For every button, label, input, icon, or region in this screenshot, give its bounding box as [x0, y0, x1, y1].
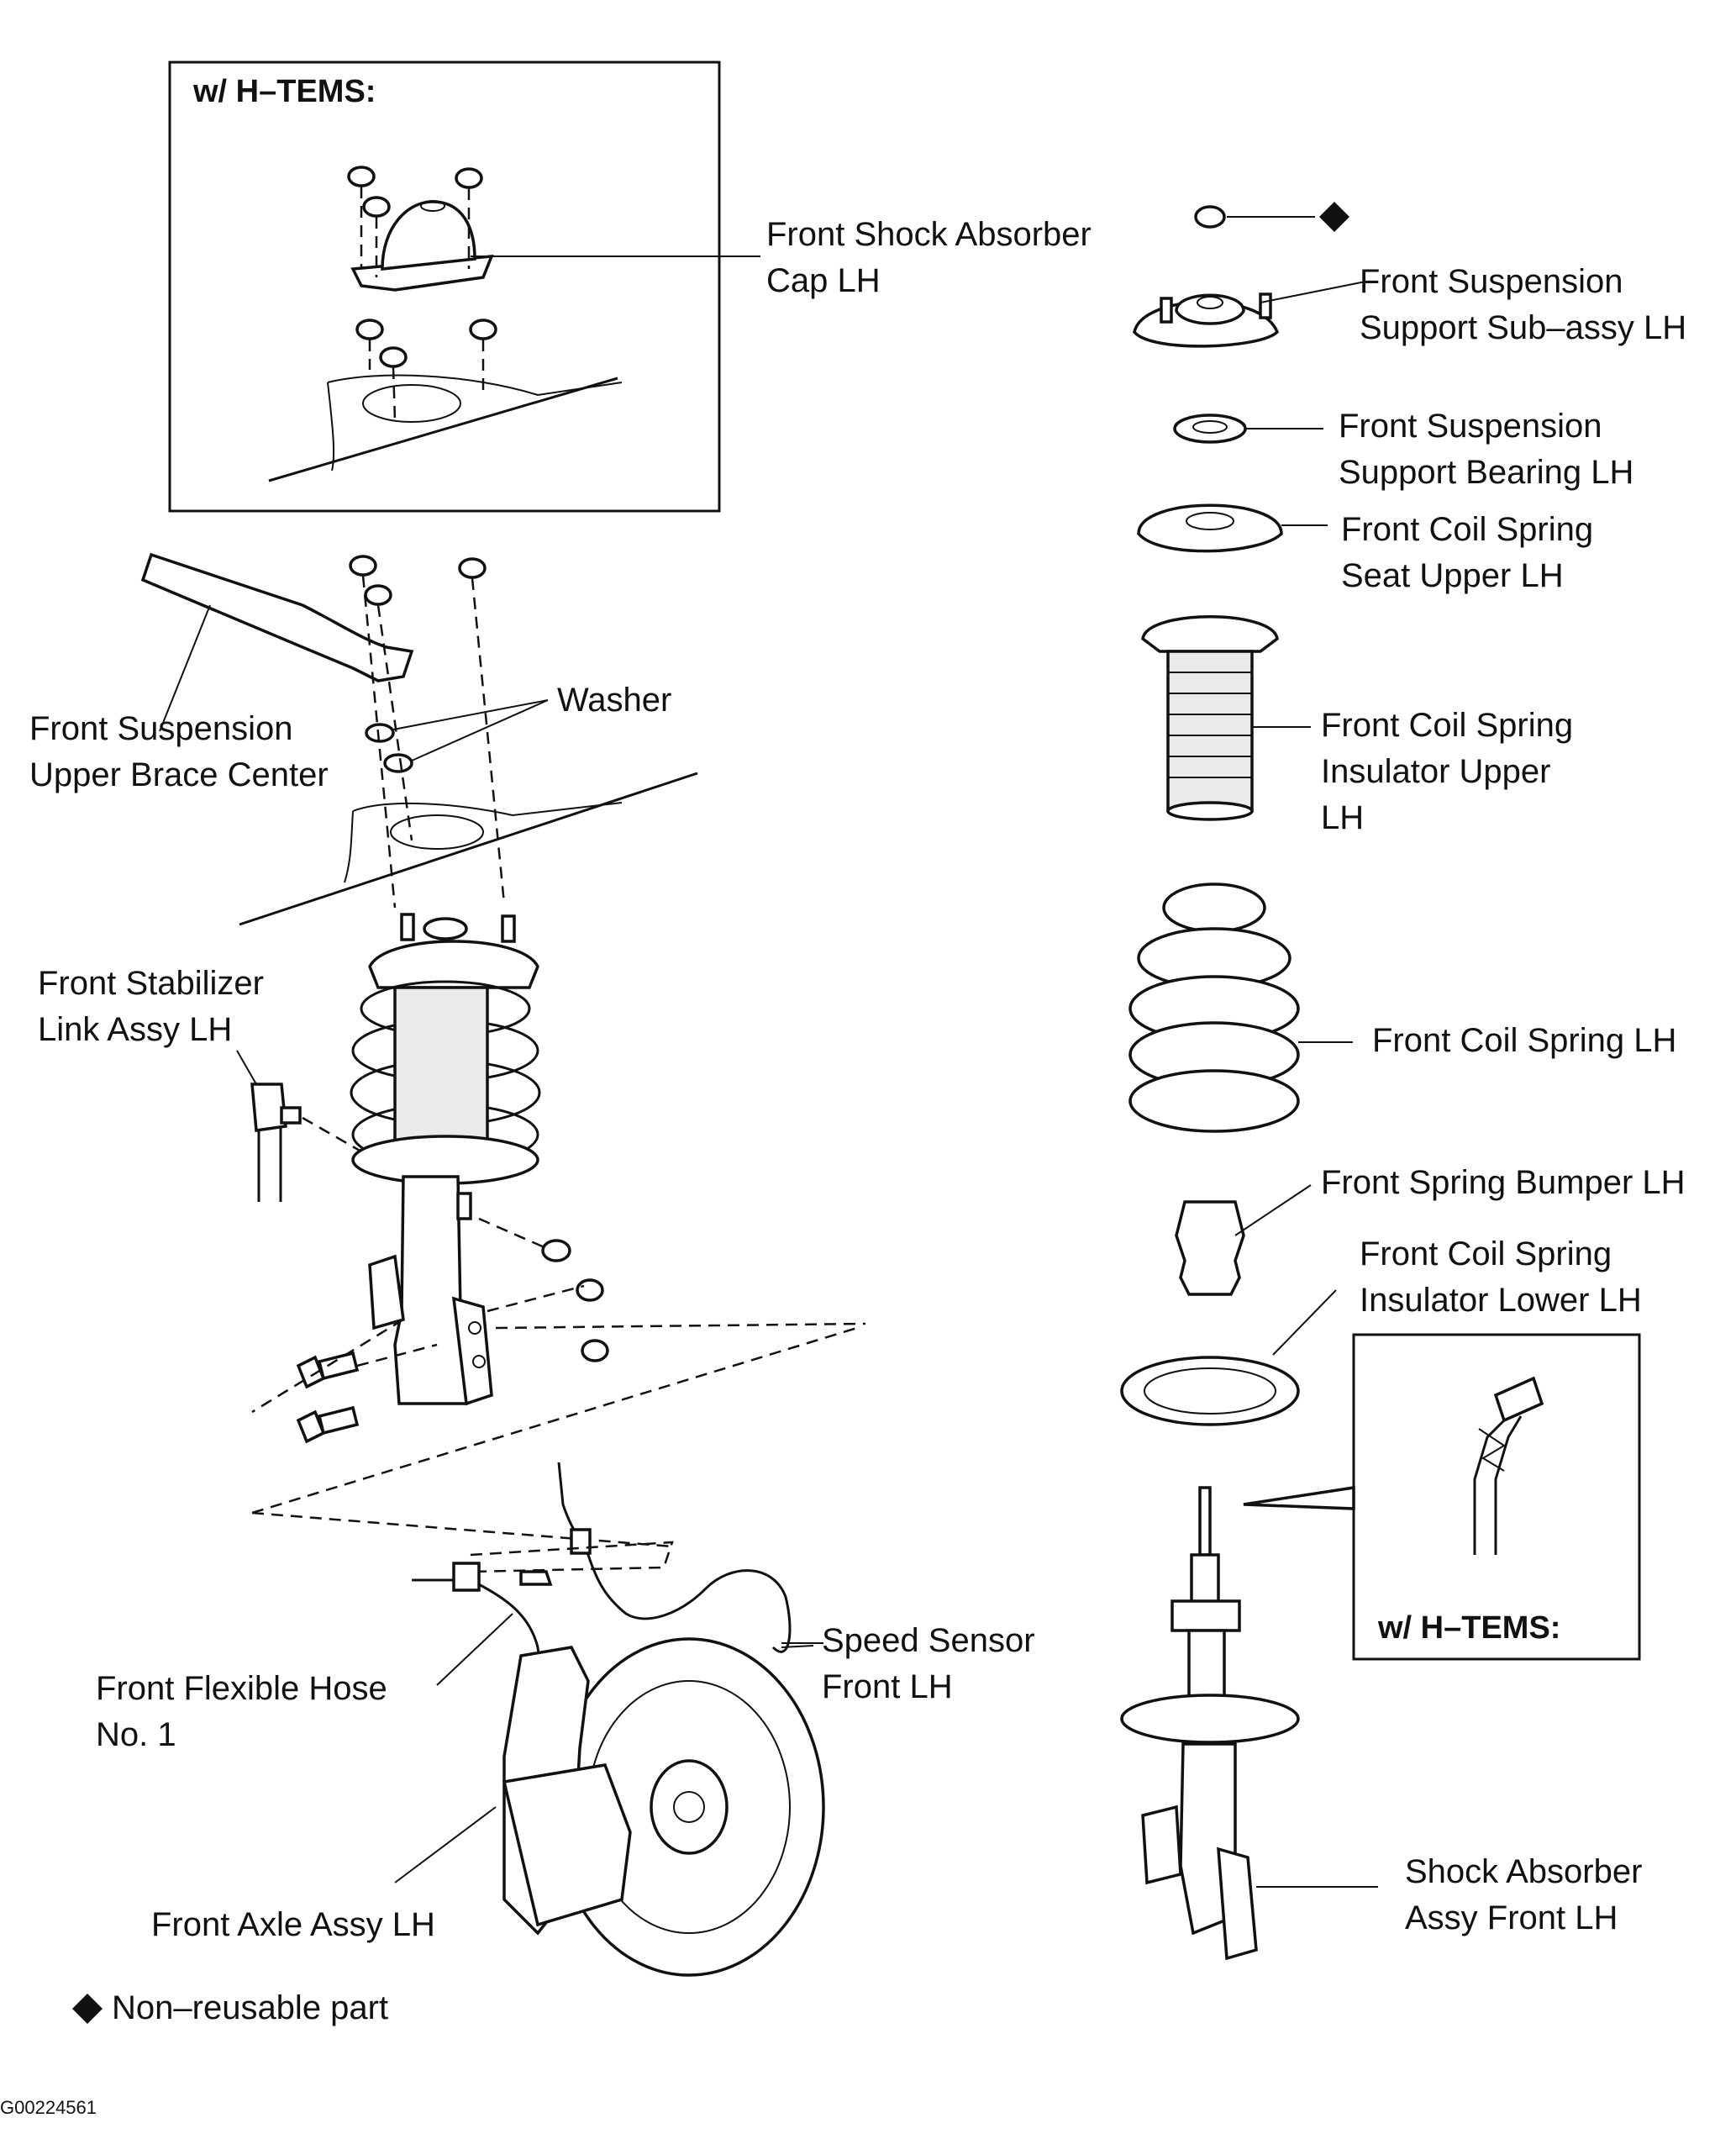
label-seat-upper-line1: Front Coil Spring — [1341, 511, 1594, 548]
label-hose-line1: Front Flexible Hose — [96, 1670, 387, 1707]
spring-seat-upper — [1137, 503, 1328, 553]
upper-brace-center — [140, 552, 414, 732]
right-inset-box — [1243, 1333, 1641, 1661]
label-insulator-upper-line1: Front Coil Spring — [1321, 707, 1574, 744]
label-cap-line2: Cap LH — [766, 262, 881, 299]
legend-diamond — [72, 1994, 103, 2024]
label-speed-sensor-line2: Front LH — [822, 1668, 953, 1705]
label-axle: Front Axle Assy LH — [151, 1906, 435, 1943]
washers — [365, 699, 549, 773]
top-inset-title: w/ H–TEMS: — [193, 74, 376, 109]
label-hose-line2: No. 1 — [96, 1716, 176, 1753]
front-axle-assembly — [394, 1637, 825, 1977]
label-bearing-line1: Front Suspension — [1339, 408, 1602, 445]
label-speed-sensor-line1: Speed Sensor — [822, 1622, 1035, 1659]
coil-spring — [1128, 882, 1353, 1133]
label-washer: Washer — [557, 682, 672, 719]
label-support-line2: Support Sub–assy LH — [1360, 309, 1687, 346]
label-seat-upper-line2: Seat Upper LH — [1341, 557, 1564, 594]
strut-assembly — [350, 913, 541, 1406]
label-brace-line2: Upper Brace Center — [29, 756, 329, 793]
support-nut — [1194, 202, 1349, 232]
label-bearing-line2: Support Bearing LH — [1339, 454, 1634, 491]
label-shock-line1: Shock Absorber — [1405, 1853, 1643, 1890]
brace-nuts — [349, 555, 487, 606]
label-insulator-upper-line3: LH — [1321, 799, 1365, 836]
label-insulator-lower-line2: Insulator Lower LH — [1360, 1282, 1642, 1319]
label-insulator-lower-line1: Front Coil Spring — [1360, 1235, 1612, 1272]
insulator-lower — [1120, 1289, 1337, 1426]
shock-absorber-cap — [350, 200, 494, 292]
label-bumper: Front Spring Bumper LH — [1321, 1164, 1686, 1201]
speed-sensor-wire — [470, 1462, 814, 1653]
support-bearing — [1173, 414, 1323, 444]
insulator-upper — [1141, 615, 1311, 821]
right-inset-title: w/ H–TEMS: — [1378, 1610, 1561, 1646]
label-brace-line1: Front Suspension — [29, 710, 293, 747]
legend-text: Non–reusable part — [112, 1989, 389, 2026]
shock-absorber — [1120, 1486, 1378, 1961]
top-inset-box — [168, 61, 760, 513]
body-panel — [239, 772, 698, 926]
label-coil-spring: Front Coil Spring LH — [1372, 1022, 1677, 1059]
nonreusable-diamond — [1319, 202, 1349, 232]
label-insulator-upper-line2: Insulator Upper — [1321, 753, 1551, 790]
support-sub-assy — [1133, 281, 1366, 348]
label-cap-line1: Front Shock Absorber — [766, 216, 1092, 253]
label-shock-line2: Assy Front LH — [1405, 1899, 1618, 1936]
label-support-line1: Front Suspension — [1360, 263, 1623, 300]
cap-nuts — [347, 166, 497, 368]
knuckle-fasteners — [251, 1217, 866, 1444]
spring-bumper — [1175, 1184, 1312, 1296]
label-stabilizer-line2: Link Assy LH — [38, 1011, 233, 1048]
stabilizer-link — [236, 1050, 362, 1202]
label-stabilizer-line1: Front Stabilizer — [38, 965, 264, 1002]
figure-code: G00224561 — [0, 2097, 97, 2118]
